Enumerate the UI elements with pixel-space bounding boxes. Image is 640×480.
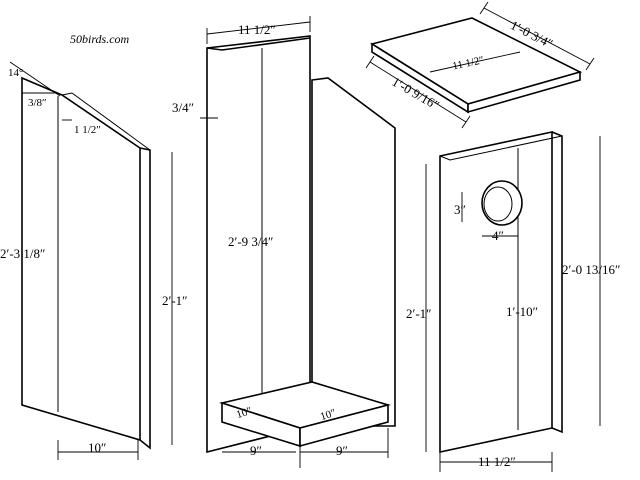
front-panel: [439, 131, 563, 453]
site-label: 50birds.com: [70, 32, 130, 46]
side-bottom-dim-line: [57, 440, 139, 460]
roof-front-dim-line: [365, 55, 471, 129]
front-hole-to-bottom-label: 1′-10″: [506, 304, 538, 319]
back-top-width-label: 11 1/2″: [238, 22, 276, 37]
front-panel-top-edge: [439, 135, 563, 161]
entrance-hole-inner: [483, 186, 513, 222]
back-offset-label: 3/4″: [172, 100, 194, 115]
side-angle-leader: [9, 61, 61, 97]
front-panel-face: [439, 131, 553, 453]
roof-side-face: [467, 70, 581, 114]
inner-side-panel: [311, 77, 396, 427]
roof-back-dim-line: [479, 1, 595, 71]
back-height-label: 2′-9 3/4″: [228, 234, 273, 249]
front-bottom-width-label: 11 1/2″: [478, 454, 516, 469]
floor-front-label: 9″: [250, 443, 262, 458]
roof-panel: [370, 17, 583, 114]
floor-side-label: 9″: [336, 443, 348, 458]
side-bottom-width-label: 10″: [88, 440, 106, 455]
front-left-height-label: 2′-1″: [406, 306, 432, 321]
front-bottom-dim-line: [439, 452, 553, 472]
floor-depth-label: 10″: [235, 405, 254, 421]
side-right-height-label: 2′-1″: [162, 293, 188, 308]
front-panel-edge: [551, 131, 563, 434]
side-top-width-label: 1 1/2″: [74, 124, 101, 136]
floor-bottom-dim-lines: [222, 428, 389, 468]
front-right-height-label: 2′-0 13/16″: [562, 262, 620, 277]
side-panel-edge: [139, 147, 151, 450]
floor-block: [218, 381, 391, 448]
front-hole-width-label: 4″: [492, 228, 504, 243]
side-left-height-label: 2′-3 1/8″: [0, 246, 45, 261]
back-panel-top-edge: [206, 37, 311, 51]
entrance-hole: [481, 180, 523, 226]
back-panel: [206, 35, 396, 454]
floor-width-label: 10″: [319, 407, 338, 423]
back-top-dim-line: [206, 16, 311, 44]
front-hole-height-label: 3″: [454, 202, 466, 217]
side-top-offset-label: 3/8″: [28, 97, 47, 109]
roof-width-dim-line: [429, 51, 521, 73]
side-top-angle-label: 14°: [8, 67, 23, 79]
side-panel-top-edge: [61, 92, 151, 151]
